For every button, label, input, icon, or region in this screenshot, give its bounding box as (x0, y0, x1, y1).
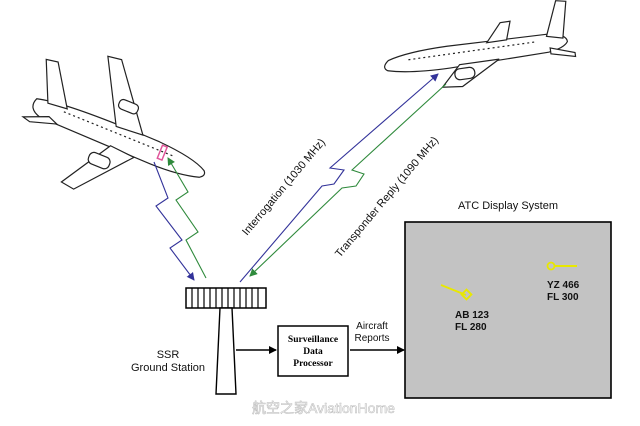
interrogation-signal-right (239, 73, 439, 283)
ssr-label-line2: Ground Station (131, 362, 205, 374)
reply-signal-right (249, 83, 447, 277)
right-aircraft-icon (384, 0, 577, 88)
interrogation-signal-left (153, 161, 195, 281)
target-yz466-symbol (546, 261, 577, 271)
reply-signal-left (167, 157, 207, 279)
atc-display-screen (404, 221, 612, 399)
ssr-antenna-icon (185, 287, 267, 395)
left-aircraft-icon (21, 55, 206, 190)
watermark: 航空之家AviationHome (252, 400, 395, 416)
aircraft-reports-label-line2: Reports (354, 333, 389, 344)
processor-label-line3: Processor (293, 359, 333, 369)
surveillance-data-processor-box (277, 325, 349, 377)
interrogation-label: Interrogation (1030 MHz) (240, 137, 328, 238)
target-yz466-callsign: YZ 466 (547, 280, 580, 291)
processor-label-line2: Data (303, 347, 323, 357)
target-ab123-callsign: AB 123 (455, 310, 489, 321)
aircraft-reports-label-line1: Aircraft (356, 321, 388, 332)
ssr-label-line1: SSR (157, 349, 180, 361)
target-ab123-flight-level: FL 280 (455, 322, 487, 333)
atc-display-title: ATC Display System (458, 200, 558, 212)
target-yz466-flight-level: FL 300 (547, 292, 579, 303)
processor-label-line1: Surveillance (288, 335, 338, 345)
target-ab123-symbol (440, 284, 473, 301)
